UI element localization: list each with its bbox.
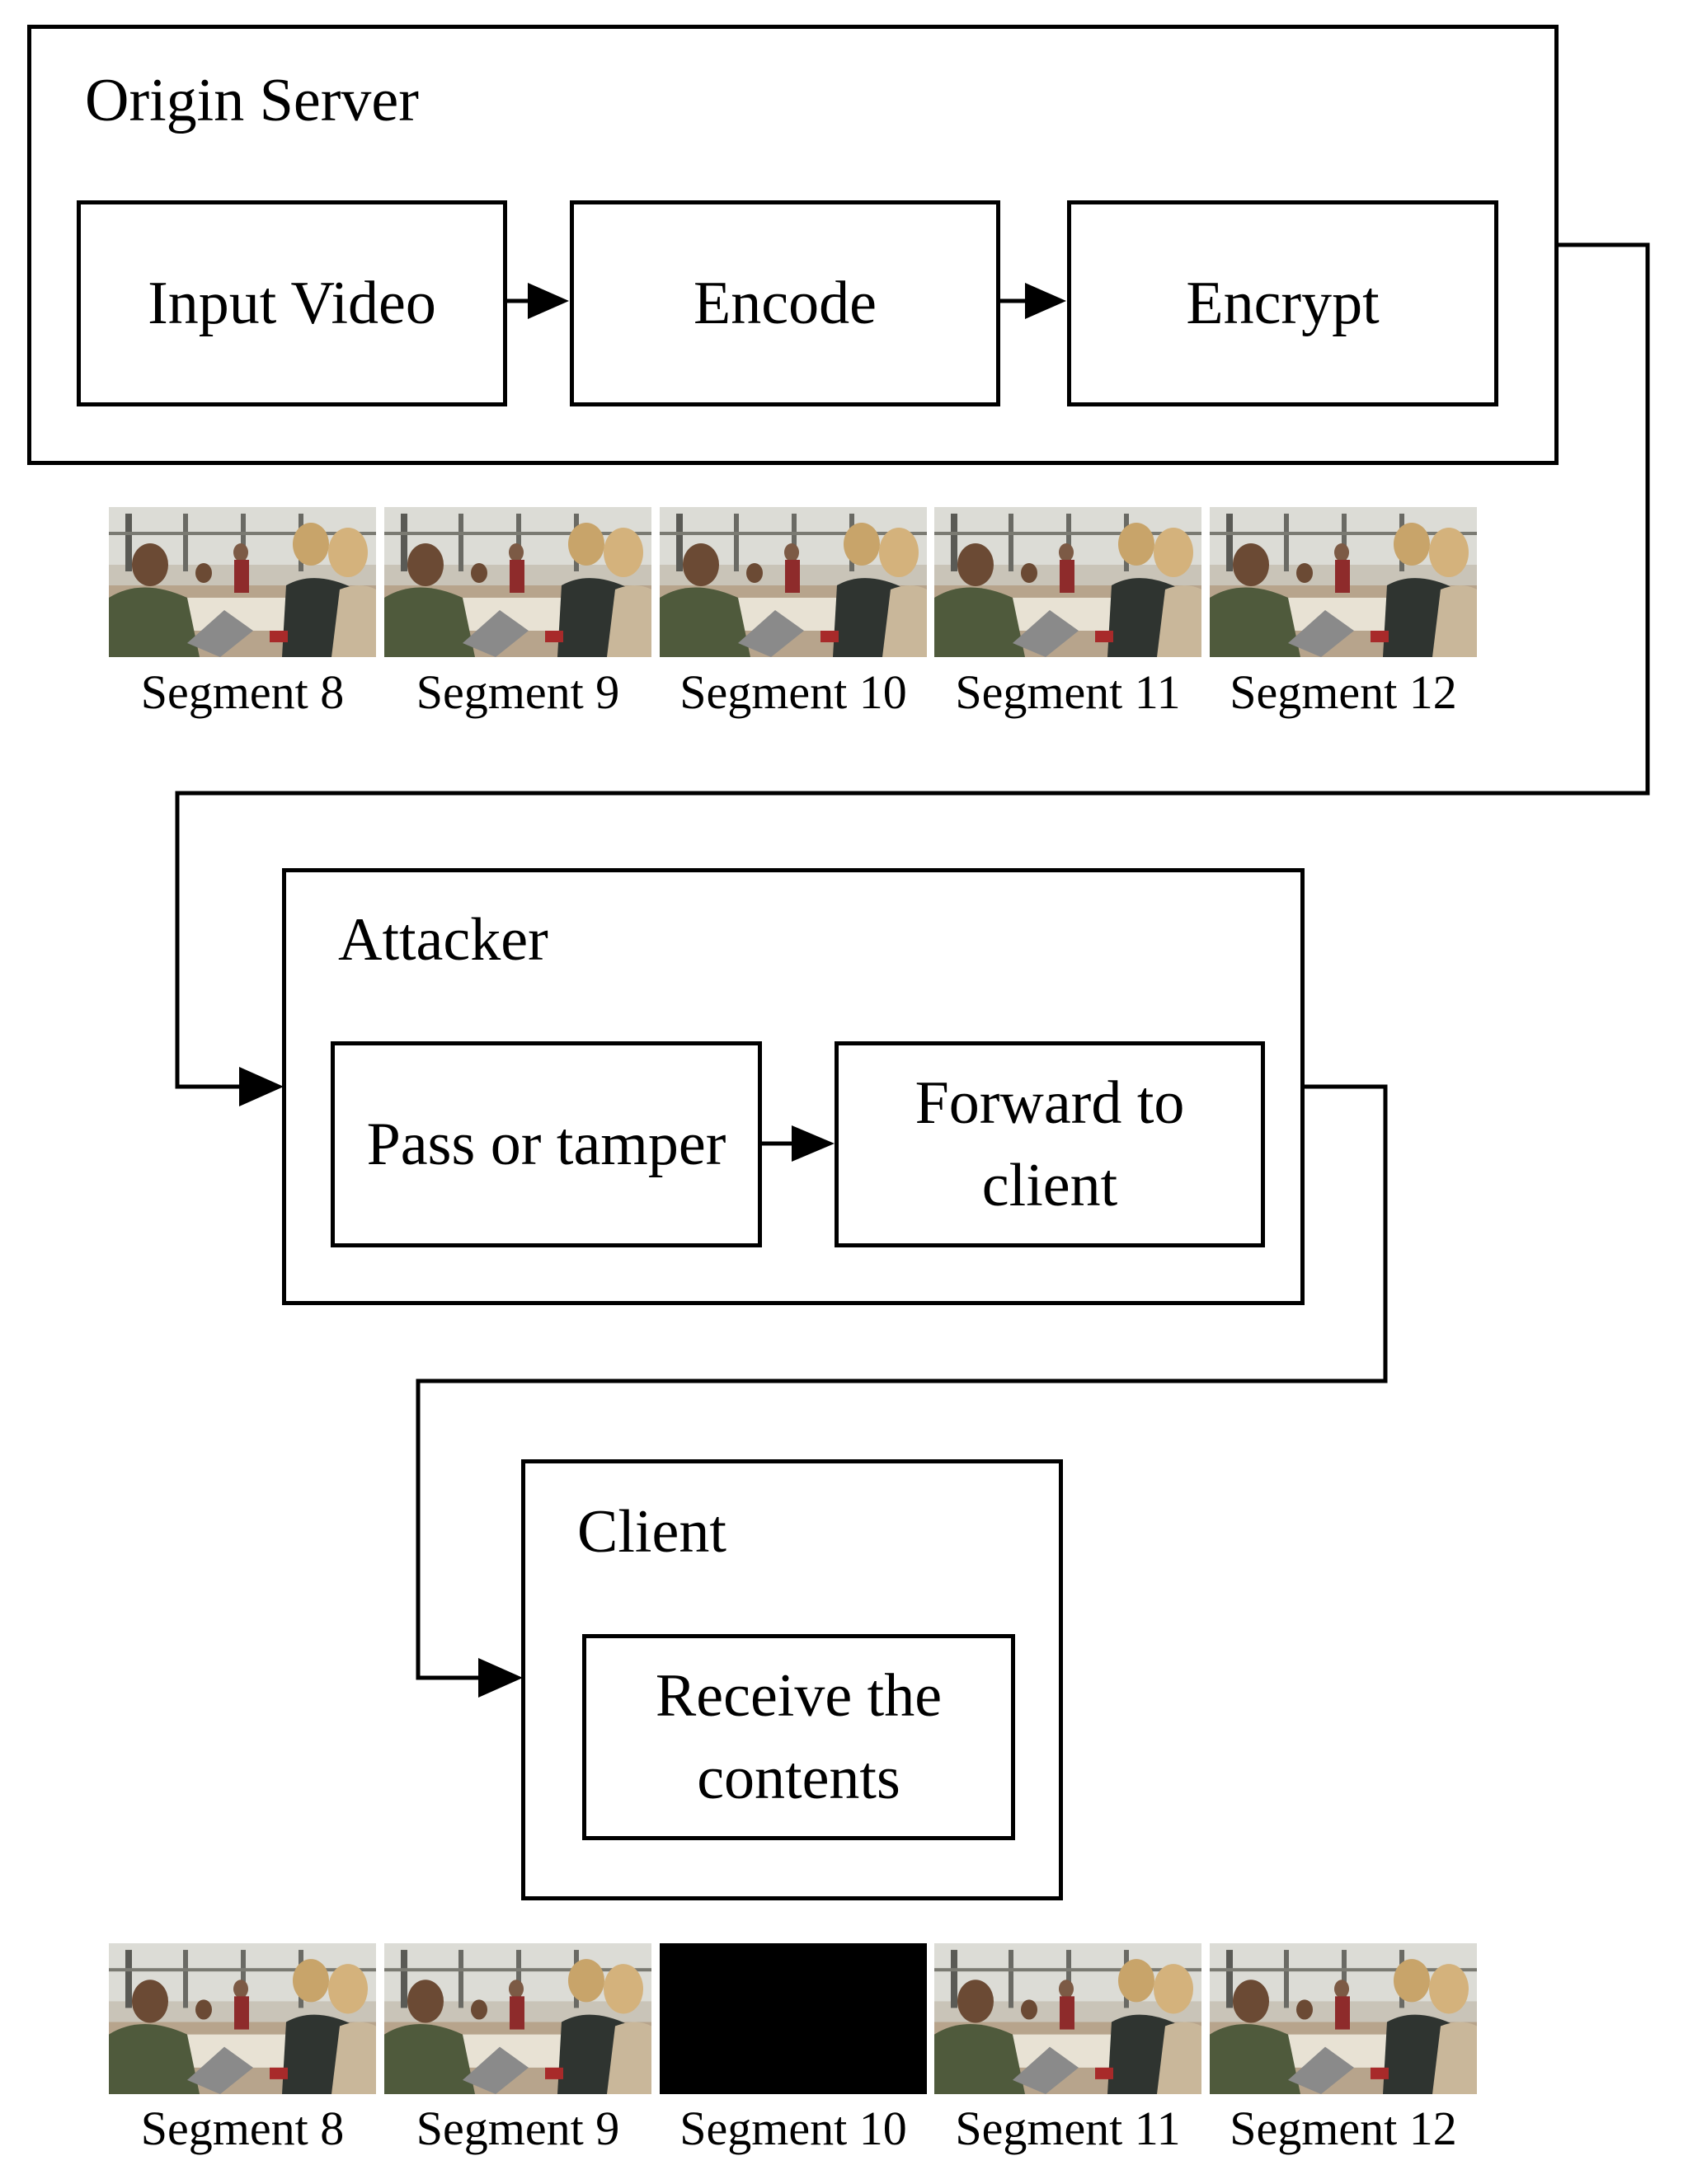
forward-to-client-label: Forward to client — [915, 1069, 1185, 1219]
segment-label: Segment 10 — [679, 665, 907, 719]
input-video-box: Input Video — [77, 200, 507, 406]
segment-thumbnail — [934, 507, 1201, 657]
origin-server-title: Origin Server — [85, 67, 419, 134]
pass-or-tamper-label: Pass or tamper — [366, 1111, 726, 1178]
encode-label: Encode — [694, 270, 877, 337]
receive-contents-box: Receive the contents — [582, 1634, 1015, 1840]
segment-label: Segment 9 — [416, 2102, 620, 2155]
input-video-label: Input Video — [148, 270, 436, 337]
meeting-scene-image — [109, 507, 376, 657]
segment-label: Segment 8 — [140, 665, 345, 719]
meeting-scene-image — [1210, 1943, 1477, 2094]
segment-thumbnail — [384, 507, 651, 657]
attacker-group — [282, 868, 1305, 1305]
meeting-scene-image — [384, 507, 651, 657]
segment-label: Segment 12 — [1230, 665, 1457, 719]
segment-thumbnail — [384, 1943, 651, 2094]
meeting-scene-image — [660, 507, 927, 657]
segment-thumbnail — [660, 1943, 927, 2094]
client-group — [521, 1459, 1063, 1900]
segment-label: Segment 12 — [1230, 2102, 1457, 2155]
segment-label: Segment 11 — [955, 665, 1181, 719]
origin-server-group — [27, 25, 1559, 465]
segment-thumbnail — [660, 507, 927, 657]
segment-thumbnail — [1210, 1943, 1477, 2094]
attacker-title: Attacker — [338, 906, 548, 974]
forward-to-client-box: Forward to client — [835, 1041, 1265, 1247]
segment-label: Segment 10 — [679, 2102, 907, 2155]
segment-thumbnail — [109, 507, 376, 657]
meeting-scene-image — [1210, 507, 1477, 657]
segment-thumbnail — [1210, 507, 1477, 657]
black-frame-image — [660, 1943, 927, 2094]
meeting-scene-image — [934, 1943, 1201, 2094]
segment-label: Segment 8 — [140, 2102, 345, 2155]
segment-label: Segment 9 — [416, 665, 620, 719]
encrypt-box: Encrypt — [1067, 200, 1498, 406]
encrypt-label: Encrypt — [1186, 270, 1380, 337]
pass-or-tamper-box: Pass or tamper — [331, 1041, 762, 1247]
segment-label: Segment 11 — [955, 2102, 1181, 2155]
client-title: Client — [577, 1498, 726, 1566]
meeting-scene-image — [934, 507, 1201, 657]
encode-box: Encode — [570, 200, 1000, 406]
meeting-scene-image — [384, 1943, 651, 2094]
segment-thumbnail — [109, 1943, 376, 2094]
receive-contents-label: Receive the contents — [655, 1662, 943, 1812]
segment-thumbnail — [934, 1943, 1201, 2094]
meeting-scene-image — [109, 1943, 376, 2094]
